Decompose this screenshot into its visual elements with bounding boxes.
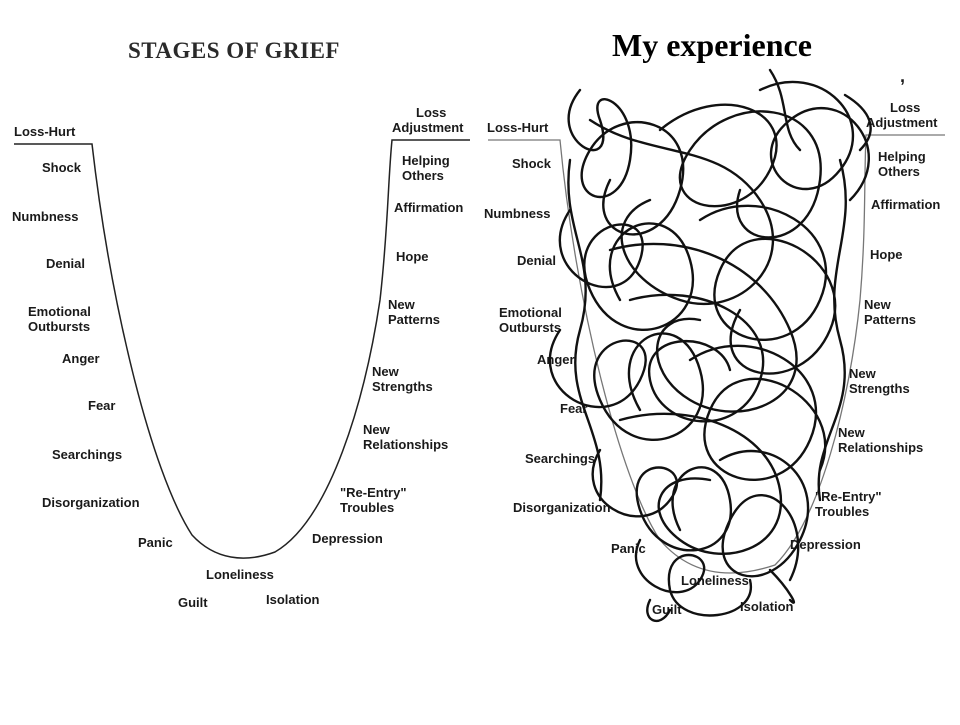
stage-label: New Patterns: [864, 297, 916, 327]
left-descent-labels: Loss-Hurt Shock Numbness Denial Emotiona…: [12, 124, 173, 550]
stage-label: Disorganization: [513, 500, 611, 515]
stage-label: Guilt: [652, 602, 682, 617]
stage-label: Loneliness: [681, 573, 749, 588]
stage-label: New Relationships: [363, 422, 448, 452]
stage-label: Searchings: [525, 451, 595, 466]
stage-label: New Strengths: [849, 366, 910, 396]
grief-curve: [14, 139, 470, 559]
stage-label: New Patterns: [388, 297, 440, 327]
stage-label: New Relationships: [838, 425, 923, 455]
stage-label: Numbness: [12, 209, 78, 224]
left-descent-labels: Loss-Hurt Shock Numbness Denial Emotiona…: [484, 120, 646, 556]
stage-label: Loss Adjustment: [392, 105, 464, 135]
grief-curve: [488, 134, 945, 574]
right-ascent-labels: Loss Adjustment Helping Others Affirmati…: [312, 105, 464, 546]
stage-label: Emotional Outbursts: [28, 304, 94, 334]
stage-label: Anger: [62, 351, 100, 366]
left-panel: STAGES OF GRIEF Loss-Hurt Shock Numbness…: [12, 38, 470, 610]
stage-label: Affirmation: [871, 197, 940, 212]
left-panel-title: STAGES OF GRIEF: [128, 38, 340, 63]
stage-label: Denial: [517, 253, 556, 268]
stage-label: Shock: [512, 156, 552, 171]
stage-label: Hope: [870, 247, 903, 262]
scribble-tangle: [548, 68, 872, 622]
stage-label: Panic: [611, 541, 646, 556]
bottom-labels: Loneliness Guilt Isolation: [178, 567, 320, 610]
stage-label: Helping Others: [402, 153, 453, 183]
stage-label: Depression: [790, 537, 861, 552]
stage-label: Isolation: [266, 592, 320, 607]
stage-label: Fear: [88, 398, 115, 413]
stage-label: Panic: [138, 535, 173, 550]
stage-label: Guilt: [178, 595, 208, 610]
stage-label: Loss Adjustment: [866, 100, 938, 130]
stage-label: Searchings: [52, 447, 122, 462]
stage-label: New Strengths: [372, 364, 433, 394]
stage-label: Depression: [312, 531, 383, 546]
stage-label: Affirmation: [394, 200, 463, 215]
stage-label: Loss-Hurt: [487, 120, 549, 135]
stage-label: Shock: [42, 160, 82, 175]
right-panel: My experience , Loss-Hurt Shock Numbness…: [484, 27, 945, 622]
right-ascent-labels: Loss Adjustment Helping Others Affirmati…: [790, 100, 940, 552]
bottom-labels: Loneliness Guilt Isolation: [652, 573, 794, 617]
stage-label: Helping Others: [878, 149, 929, 179]
stage-label: Loss-Hurt: [14, 124, 76, 139]
stage-label: Loneliness: [206, 567, 274, 582]
stage-label: Emotional Outbursts: [499, 305, 565, 335]
right-panel-title: My experience: [612, 27, 812, 63]
stage-label: Disorganization: [42, 495, 140, 510]
stage-label: "Re-Entry" Troubles: [815, 489, 885, 519]
stage-label: Anger: [537, 352, 575, 367]
stage-label: Denial: [46, 256, 85, 271]
stage-label: "Re-Entry" Troubles: [340, 485, 410, 515]
stray-mark: ,: [900, 66, 905, 86]
stage-label: Isolation: [740, 599, 794, 614]
stage-label: Numbness: [484, 206, 550, 221]
stage-label: Hope: [396, 249, 429, 264]
